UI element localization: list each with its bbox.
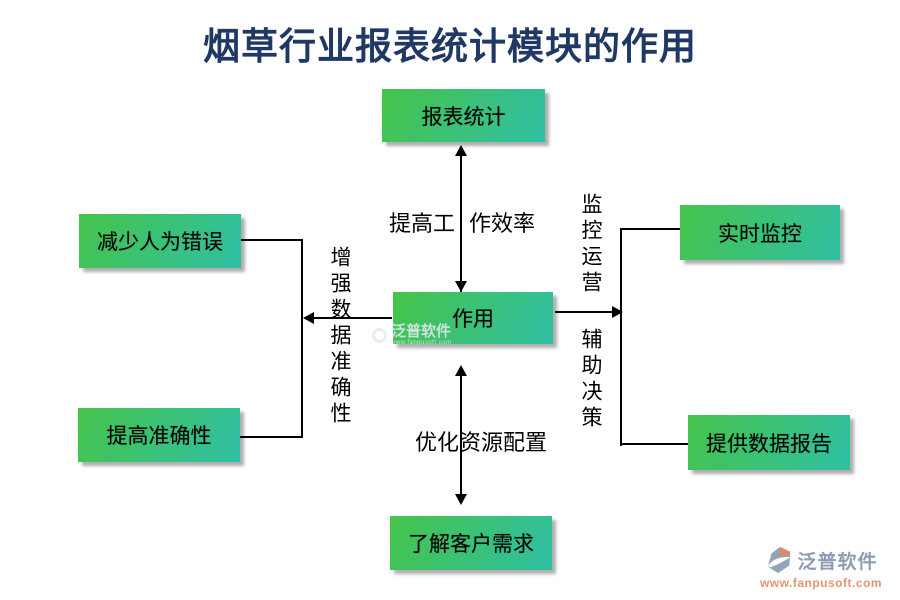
arrowhead-up-icon bbox=[455, 145, 467, 156]
arrowhead-down-icon bbox=[455, 494, 467, 505]
edge-label-optimize-resources: 优化资源配置 bbox=[415, 430, 548, 455]
edge-label-text: 提高工 bbox=[389, 211, 456, 236]
node-report-statistics: 报表统计 bbox=[382, 89, 545, 142]
connector-left-top-line bbox=[241, 239, 303, 241]
connector-bottom-line bbox=[460, 374, 462, 496]
connector-left-bracket bbox=[301, 239, 303, 438]
connector-right-top-line bbox=[621, 228, 680, 230]
node-improve-accuracy: 提高准确性 bbox=[78, 408, 240, 462]
node-label: 实时监控 bbox=[718, 222, 802, 246]
connector-top-line bbox=[460, 154, 462, 292]
node-function-center: 作用 bbox=[393, 292, 553, 344]
node-label: 提供数据报告 bbox=[706, 432, 832, 456]
arrowhead-right-icon bbox=[612, 306, 623, 318]
arrowhead-down-icon bbox=[455, 281, 467, 292]
edge-label-monitor-operations: 监控运营 bbox=[579, 193, 602, 297]
edge-label-assist-decision: 辅助决策 bbox=[579, 328, 602, 432]
edge-label-enhance-accuracy: 增强数据准确性 bbox=[328, 246, 351, 428]
connector-right-bracket bbox=[620, 228, 622, 446]
connector-left-bottom-line bbox=[240, 436, 303, 438]
arrowhead-left-icon bbox=[303, 312, 314, 324]
node-reduce-human-error: 减少人为错误 bbox=[79, 214, 241, 268]
node-label: 提高准确性 bbox=[106, 425, 212, 448]
fanpu-logo-icon bbox=[768, 546, 791, 574]
arrowhead-up-icon bbox=[455, 365, 467, 376]
brand-footer: 泛普软件 www.fanpusoft.com bbox=[760, 545, 882, 590]
connector-right-bottom-line bbox=[621, 443, 688, 445]
node-label: 作用 bbox=[452, 308, 494, 331]
brand-url: www.fanpusoft.com bbox=[759, 576, 882, 590]
edge-label-efficiency: 提高工 作效率 bbox=[389, 206, 535, 238]
connector-left-arrow-line bbox=[308, 317, 392, 319]
node-label: 减少人为错误 bbox=[97, 231, 223, 254]
edge-label-text: 作效率 bbox=[468, 211, 535, 236]
node-label: 报表统计 bbox=[421, 105, 506, 129]
brand-name: 泛普软件 bbox=[797, 551, 878, 573]
node-label: 了解客户需求 bbox=[408, 533, 534, 556]
node-realtime-monitoring: 实时监控 bbox=[680, 205, 840, 260]
watermark-logo-icon bbox=[372, 327, 387, 343]
page-title: 烟草行业报表统计模块的作用 bbox=[203, 26, 697, 67]
node-provide-data-report: 提供数据报告 bbox=[688, 415, 850, 470]
node-understand-customer-needs: 了解客户需求 bbox=[390, 516, 552, 570]
connector-right-arrow-line bbox=[555, 311, 615, 313]
